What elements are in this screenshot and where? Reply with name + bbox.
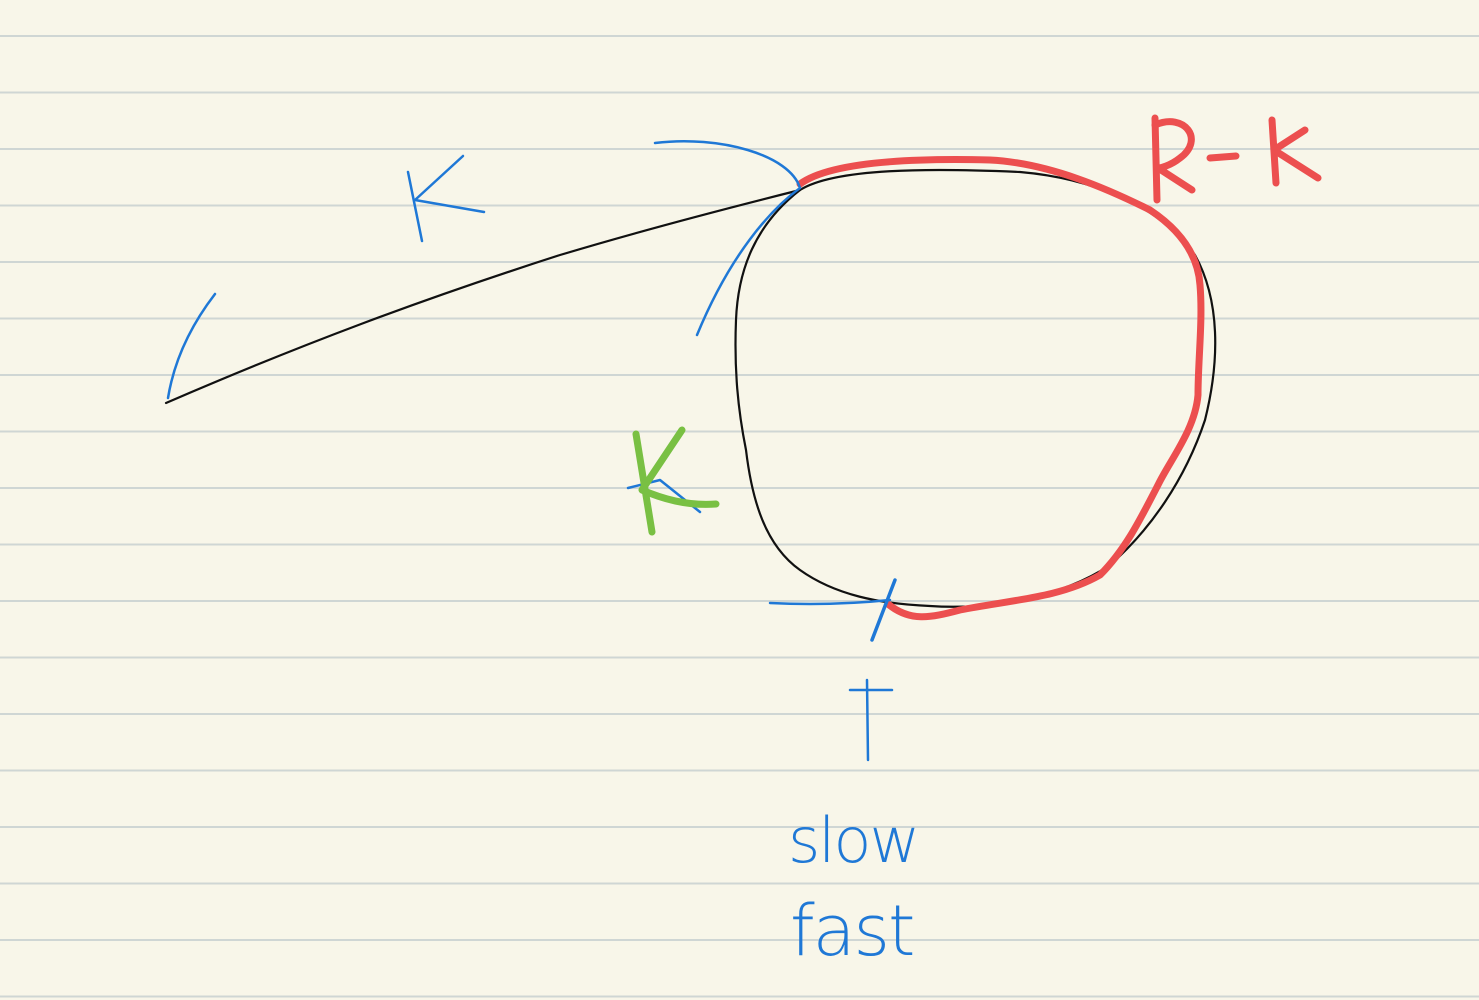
tail-end-bracket-bottom xyxy=(695,186,802,337)
up-arrow-icon xyxy=(848,678,894,762)
meeting-point-marker xyxy=(870,578,897,642)
r-minus-k-label xyxy=(1151,114,1322,204)
tail-line xyxy=(164,188,802,405)
tail-start-bracket xyxy=(166,292,217,400)
k-green-label xyxy=(632,426,720,536)
fast-label: fast xyxy=(790,890,913,972)
tail-end-bracket-top xyxy=(653,139,802,190)
slow-label: slow xyxy=(788,804,918,877)
cycle-loop xyxy=(734,168,1217,608)
k-tail-label xyxy=(406,154,486,243)
meeting-point-tick xyxy=(768,598,892,606)
r-minus-k-arc xyxy=(796,156,1205,621)
